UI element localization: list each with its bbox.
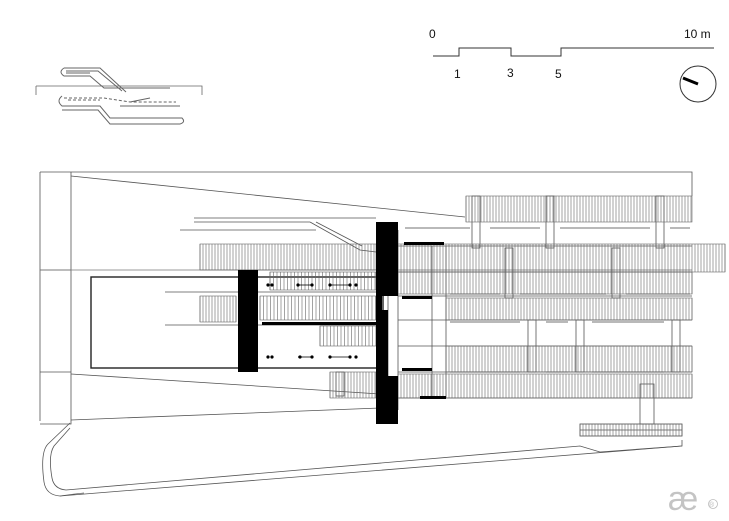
scale-label-3: 3 <box>507 66 514 80</box>
rail-fittings <box>266 283 358 359</box>
key-plan-thumbnail <box>35 67 203 125</box>
scale-bar: 0 10 m 1 3 5 <box>429 27 714 81</box>
scale-label-1: 1 <box>454 67 461 81</box>
site-boundary <box>39 171 693 421</box>
solid-walls <box>238 222 446 424</box>
floor-plan <box>39 171 693 497</box>
north-arrow-icon <box>679 65 717 103</box>
stair-hatching <box>199 195 726 437</box>
stair-row <box>397 243 726 273</box>
scale-label-10m: 10 m <box>684 27 711 41</box>
stair-row <box>269 271 377 291</box>
curved-base-inner <box>50 427 683 491</box>
scale-label-0: 0 <box>429 27 436 41</box>
rail-fitting-dot <box>354 283 358 287</box>
wall-center-upper <box>376 222 398 296</box>
site-boundary-left-block <box>40 172 72 425</box>
registered-mark: ® <box>709 501 715 509</box>
rail-fitting-dot <box>266 283 270 287</box>
firm-logo: æ ® <box>668 480 718 518</box>
curved-base-outer <box>42 422 683 497</box>
rail-fitting-dot <box>266 355 270 359</box>
wall-left <box>238 270 258 372</box>
wall-center-lower <box>376 310 388 424</box>
rail-fitting-dot <box>270 355 274 359</box>
rail-fitting-dot <box>354 355 358 359</box>
rail-fitting-dot <box>270 283 274 287</box>
stair-row <box>199 243 377 271</box>
svg-text:æ: æ <box>668 480 698 518</box>
scale-label-5: 5 <box>555 67 562 81</box>
